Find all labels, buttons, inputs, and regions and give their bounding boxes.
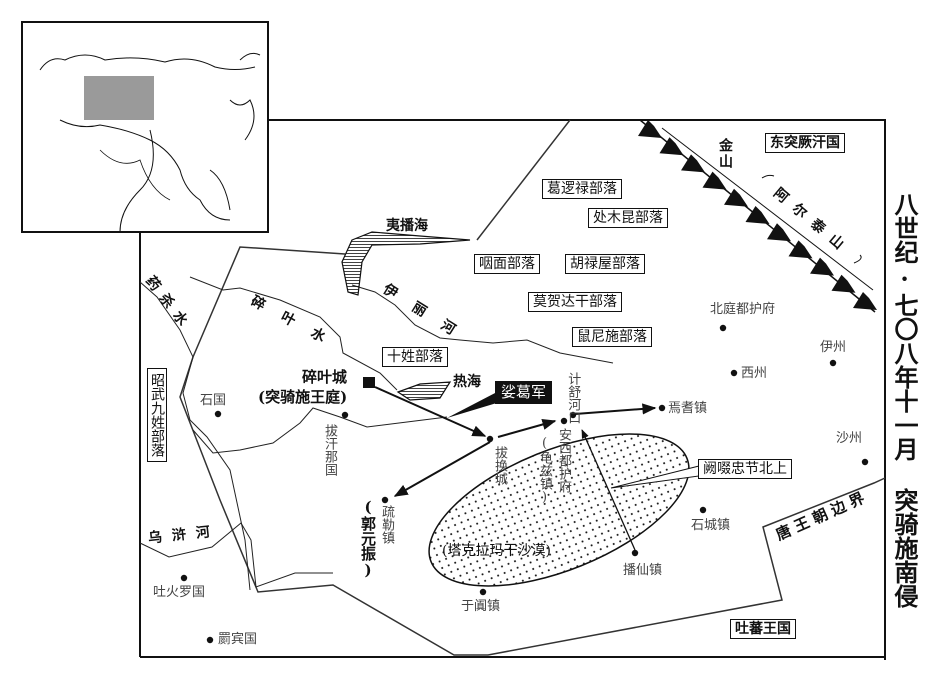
- re-lake: [396, 381, 452, 401]
- state-tibet: 吐蕃王国: [730, 619, 796, 639]
- tribe-shunishi: 鼠尼施部落: [572, 327, 652, 347]
- mountain-peak: [810, 257, 834, 276]
- suoge-pointer: [447, 392, 500, 418]
- wuxu-river: [139, 522, 333, 588]
- label-desert: (塔克拉玛干沙漠): [442, 543, 551, 559]
- city-dot: [206, 636, 214, 644]
- inset-map: [21, 21, 269, 233]
- yaosha-river: [139, 281, 251, 591]
- city-dot: [719, 324, 727, 332]
- arrow-bahuan-shule: [393, 441, 491, 497]
- taklamakan-desert: [428, 433, 690, 587]
- tribe-shixing: 十姓部落: [382, 347, 448, 367]
- label-anxi: 安西都护府: [556, 428, 571, 493]
- mountain-peak: [853, 292, 877, 310]
- yibo-lake: [341, 231, 471, 296]
- tribe-huluwu: 胡禄屋部落: [565, 254, 645, 274]
- lower-river: [192, 407, 448, 454]
- mountain-peak: [767, 223, 791, 242]
- map-title: 八世纪·七〇八年十一月: [890, 192, 919, 461]
- mountain-peak: [724, 188, 748, 207]
- label-guo-yuanzhen: (郭元振): [359, 498, 377, 579]
- city-dot: [479, 588, 487, 596]
- city-dot: [569, 411, 577, 419]
- label-shicheng: 石城镇: [691, 518, 731, 533]
- city-dot: [381, 496, 389, 504]
- city-dot: [861, 458, 869, 466]
- mountain-peak: [659, 137, 684, 156]
- label-shazhou: 沙州: [836, 431, 863, 446]
- city-dot: [699, 506, 707, 514]
- mountain-peaks: [638, 120, 877, 310]
- label-re-lake: 热海: [453, 374, 481, 390]
- tribe-geluolu: 葛逻禄部落: [542, 179, 622, 199]
- state-east-turks: 东突厥汗国: [765, 133, 845, 153]
- label-bahuan: 拔换城: [492, 446, 507, 485]
- label-yutian: 于阗镇: [461, 599, 501, 614]
- city-dot: [341, 411, 349, 419]
- label-jishu-hekou: 计舒河口: [565, 372, 581, 424]
- city-dot: [560, 417, 568, 425]
- city-dot: [214, 410, 222, 418]
- label-beiting: 北庭都护府: [710, 302, 776, 317]
- label-shiguo: 石国: [200, 393, 227, 408]
- label-qiuci: (龟兹镇): [537, 436, 552, 505]
- arrow-suiye-bahuan: [374, 386, 487, 437]
- label-quechuo: 阙啜忠节北上: [698, 459, 792, 479]
- suiye-river: [189, 276, 398, 391]
- city-dot: [829, 359, 837, 367]
- city-dot: [658, 404, 666, 412]
- label-yizhou: 伊州: [820, 340, 847, 355]
- tribe-yanmian: 咽面部落: [474, 254, 540, 274]
- mountain-peak: [788, 240, 813, 259]
- map-subtitle: 突骑施南侵: [890, 488, 919, 608]
- label-suiye-city: 碎叶城: [302, 368, 348, 386]
- city-dots: [180, 324, 869, 644]
- tribe-mohedagan: 莫贺达干部落: [528, 292, 622, 312]
- label-suiye-court: (突骑施王庭): [258, 388, 348, 406]
- arrow-bahuan-anxi: [497, 419, 557, 438]
- label-jinshan: 金山: [717, 138, 733, 170]
- altai-paren-left: [761, 174, 775, 179]
- label-jibin: 罽宾国: [218, 632, 258, 647]
- city-dot: [730, 369, 738, 377]
- arrow-boxian-anxi: [581, 429, 636, 551]
- label-yibo-lake: 夷播海: [386, 218, 428, 234]
- tribe-chumukun: 处木昆部落: [588, 208, 668, 228]
- mountain-peak: [831, 274, 856, 293]
- mountain-peak: [681, 154, 705, 173]
- label-suoge-army: 娑葛军: [495, 381, 553, 404]
- mountain-peak: [745, 206, 770, 224]
- tribe-zhaowu: 昭武九姓部落: [147, 368, 167, 462]
- city-dot: [180, 574, 188, 582]
- label-xizhou: 西州: [741, 366, 768, 381]
- mountain-peak: [702, 171, 727, 190]
- arrow-anxi-yanqi: [574, 403, 657, 415]
- altai-paren-right: [853, 254, 862, 264]
- mountain-peak: [638, 120, 662, 138]
- label-bahanna: 拔汗那国: [322, 424, 337, 476]
- map-frame: [139, 119, 886, 660]
- suiye-city-marker: [363, 377, 375, 388]
- label-yanqi: 焉耆镇: [668, 401, 708, 416]
- city-dot: [486, 435, 494, 443]
- yili-river: [351, 284, 614, 364]
- city-dot: [631, 549, 639, 557]
- altai-ridge-2: [661, 127, 874, 291]
- tang-border-north: [476, 119, 571, 241]
- label-boxian: 播仙镇: [623, 563, 663, 578]
- inset-highlight: [84, 76, 154, 120]
- label-shule: 疏勒镇: [379, 505, 394, 544]
- label-tuhuoluo: 吐火罗国: [153, 585, 206, 600]
